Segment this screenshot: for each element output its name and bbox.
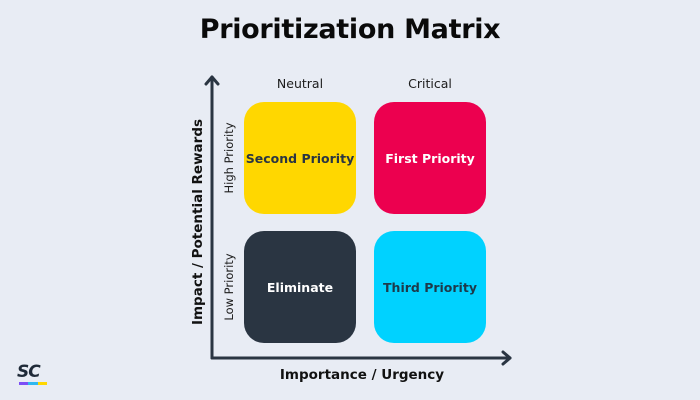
y-axis-arrow bbox=[204, 75, 220, 360]
logo-bar-segment bbox=[28, 382, 38, 385]
brand-logo: SC bbox=[17, 362, 49, 386]
quadrant-second-priority: Second Priority bbox=[244, 102, 356, 214]
quadrant-label: Third Priority bbox=[383, 279, 477, 295]
logo-text: SC bbox=[17, 362, 41, 382]
quadrant-label: Second Priority bbox=[245, 150, 355, 166]
quadrant-first-priority: First Priority bbox=[374, 102, 486, 214]
x-axis-arrow bbox=[210, 350, 512, 366]
x-axis-title: Importance / Urgency bbox=[279, 367, 445, 383]
column-label-critical: Critical bbox=[408, 76, 452, 91]
logo-bar-segment bbox=[19, 382, 29, 385]
quadrant-third-priority: Third Priority bbox=[374, 231, 486, 343]
page-title: Prioritization Matrix bbox=[199, 14, 501, 45]
quadrant-label: First Priority bbox=[385, 150, 475, 166]
quadrant-label: Eliminate bbox=[266, 279, 334, 295]
column-label-neutral: Neutral bbox=[276, 76, 324, 91]
logo-bar-segment bbox=[37, 382, 47, 385]
quadrant-eliminate: Eliminate bbox=[244, 231, 356, 343]
logo-color-bar bbox=[19, 382, 47, 385]
